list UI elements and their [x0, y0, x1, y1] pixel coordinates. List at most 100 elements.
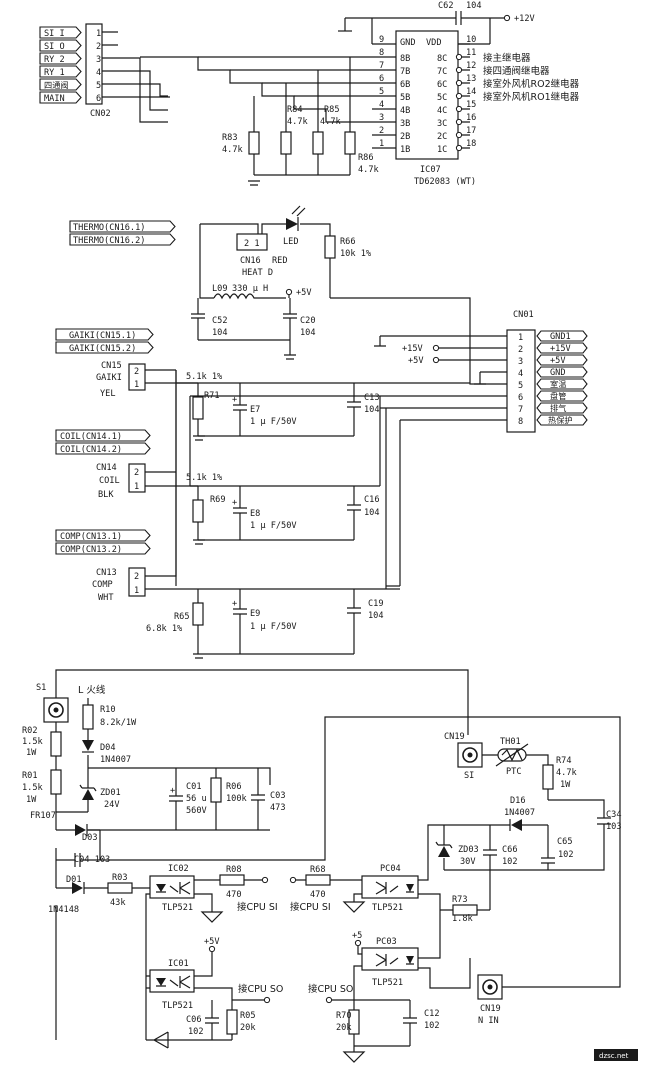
ic07-in-6b: 6B: [400, 80, 410, 90]
cn01-pin-4: 4: [518, 369, 523, 379]
r86-ref: R86: [358, 153, 374, 163]
pc04-ref: PC04: [380, 864, 401, 874]
r86-value: 4.7k: [358, 165, 380, 175]
gaiki-tag-2: GAIKI(CN15.2): [69, 344, 136, 354]
cn14-body: [128, 463, 146, 493]
cn02-connector: 1 2 3 4 5 6 SI I SI O RY 2 RY 1 四通阀 MAIN…: [39, 23, 380, 186]
sensor-channels: GAIKI(CN15.1) GAIKI(CN15.2) 2 1 CN15 GAI…: [55, 328, 400, 659]
cn14-name: COIL: [99, 476, 120, 486]
cn02-signal-si-o: SI O: [44, 42, 65, 52]
c16-ref: C16: [364, 495, 380, 505]
thermo-tag-2: THERMO(CN16.2): [73, 236, 145, 246]
c04-ref: C04 103: [74, 855, 110, 865]
supply-5-pc03: +5: [352, 931, 362, 941]
ic07-in-2b: 2B: [400, 132, 410, 142]
c62-ref: C62: [438, 1, 454, 11]
comp-tag-2: COMP(CN13.2): [60, 545, 122, 555]
ic07-pin-2: 2: [379, 126, 384, 136]
d16-value: 1N4007: [504, 808, 535, 818]
cn01-pin-3: 3: [518, 357, 523, 367]
cn15-pin-1: 1: [134, 380, 139, 390]
ic07-in-8b: 8B: [400, 54, 410, 64]
pc03-ref: PC03: [376, 937, 397, 947]
cn01-label-gnd: GND: [550, 368, 566, 378]
e8-ref: E8: [250, 509, 260, 519]
cn16-body: [236, 233, 268, 251]
cn02-signal-main: MAIN: [44, 94, 65, 104]
relay-label-ro1: 接室外风机RO1继电器: [483, 91, 580, 103]
c03-value: 473: [270, 803, 286, 813]
cn01-label-gnd1: GND1: [550, 332, 571, 342]
r83-ref: R83: [222, 133, 238, 143]
watermark: dzsc.net: [594, 1049, 638, 1061]
cpu-si-label-2: 接CPU SI: [290, 901, 331, 913]
cn13-pin-2: 2: [134, 572, 139, 582]
cn01-connector: CN01 1 2 3 4 5 6 7 8 GND1 +15V +5V GND 室…: [176, 297, 588, 586]
r71-value: 5.1k 1%: [186, 372, 223, 382]
ic07-in-4b: 4B: [400, 106, 410, 116]
ic07-out-5c: 5C: [437, 93, 447, 103]
r83-value: 4.7k: [222, 145, 244, 155]
cn16-ref: CN16: [240, 256, 261, 266]
r01-value: 1.5k: [22, 783, 44, 793]
cn02-pin-2: 2: [96, 42, 101, 52]
d01-value: 1N4148: [48, 905, 79, 915]
r01-watt: 1W: [26, 795, 37, 805]
r08-value: 470: [226, 890, 242, 900]
r70-ref: R70: [336, 1011, 352, 1021]
ic07-pin-10: 10: [466, 35, 476, 45]
cn16-color: RED: [272, 256, 288, 266]
c20-value: 104: [300, 328, 316, 338]
r68-ref: R68: [310, 865, 326, 875]
r05-ref: R05: [240, 1011, 256, 1021]
r10-ref: R10: [100, 705, 116, 715]
c16-value: 104: [364, 508, 380, 518]
r02-watt: 1W: [26, 748, 37, 758]
heater-section: THERMO(CN16.1) THERMO(CN16.2) 2 1 CN16 R…: [69, 205, 372, 360]
ic07-pin-3: 3: [379, 113, 384, 123]
ic07-pin-9: 9: [379, 35, 384, 45]
ic07-pin-4: 4: [379, 100, 384, 110]
c13-ref: C13: [364, 393, 380, 403]
s1-ref: S1: [36, 683, 46, 693]
ic07-in-3b: 3B: [400, 119, 410, 129]
ic02-ref: IC02: [168, 864, 189, 874]
l09-value: 330 μ H: [232, 284, 268, 294]
ic07-out-6c: 6C: [437, 80, 447, 90]
r08-ref: R08: [226, 865, 242, 875]
c01-plus: +: [170, 786, 175, 796]
r73-ref: R73: [452, 895, 468, 905]
ic07-out-2c: 2C: [437, 132, 447, 142]
pc03-body: [361, 947, 419, 971]
ic07-pin-17: 17: [466, 126, 476, 136]
r66-ref: R66: [340, 237, 356, 247]
pc04-body: [361, 875, 419, 899]
ic07-pin-11: 11: [466, 48, 476, 58]
r06-value: 100k: [226, 794, 248, 804]
r68-value: 470: [310, 890, 326, 900]
r70-value: 20k: [336, 1023, 352, 1033]
c13-value: 104: [364, 405, 380, 415]
e7-value: 1 μ F/50V: [250, 417, 297, 427]
d01-ref: D01: [66, 875, 82, 885]
cn01-label-exhaust: 排气: [550, 403, 566, 413]
cn01-pin-5: 5: [518, 381, 523, 391]
zd03-ref: ZD03: [458, 845, 479, 855]
cn02-signal-4way: 四通阀: [44, 80, 69, 90]
watermark-text: dzsc.net: [599, 1052, 629, 1060]
r03-value: 43k: [110, 898, 126, 908]
c06-value: 102: [188, 1027, 204, 1037]
cn02-pin-1: 1: [96, 29, 101, 39]
cn01-label-coil: 盘管: [550, 391, 566, 401]
ic07-pin-1: 1: [379, 139, 384, 149]
r65-ref: R65: [174, 612, 190, 622]
c01-voltage: 560V: [186, 806, 207, 816]
e9-ref: E9: [250, 609, 260, 619]
cn15-ref: CN15: [101, 361, 122, 371]
ic07-ref: IC07: [420, 165, 441, 175]
cpu-so-label-2: 接CPU SO: [308, 983, 353, 995]
ic07-pin-15: 15: [466, 100, 476, 110]
c01-value: 56 u: [186, 794, 207, 804]
cpu-so-label-1: 接CPU SO: [238, 983, 283, 995]
